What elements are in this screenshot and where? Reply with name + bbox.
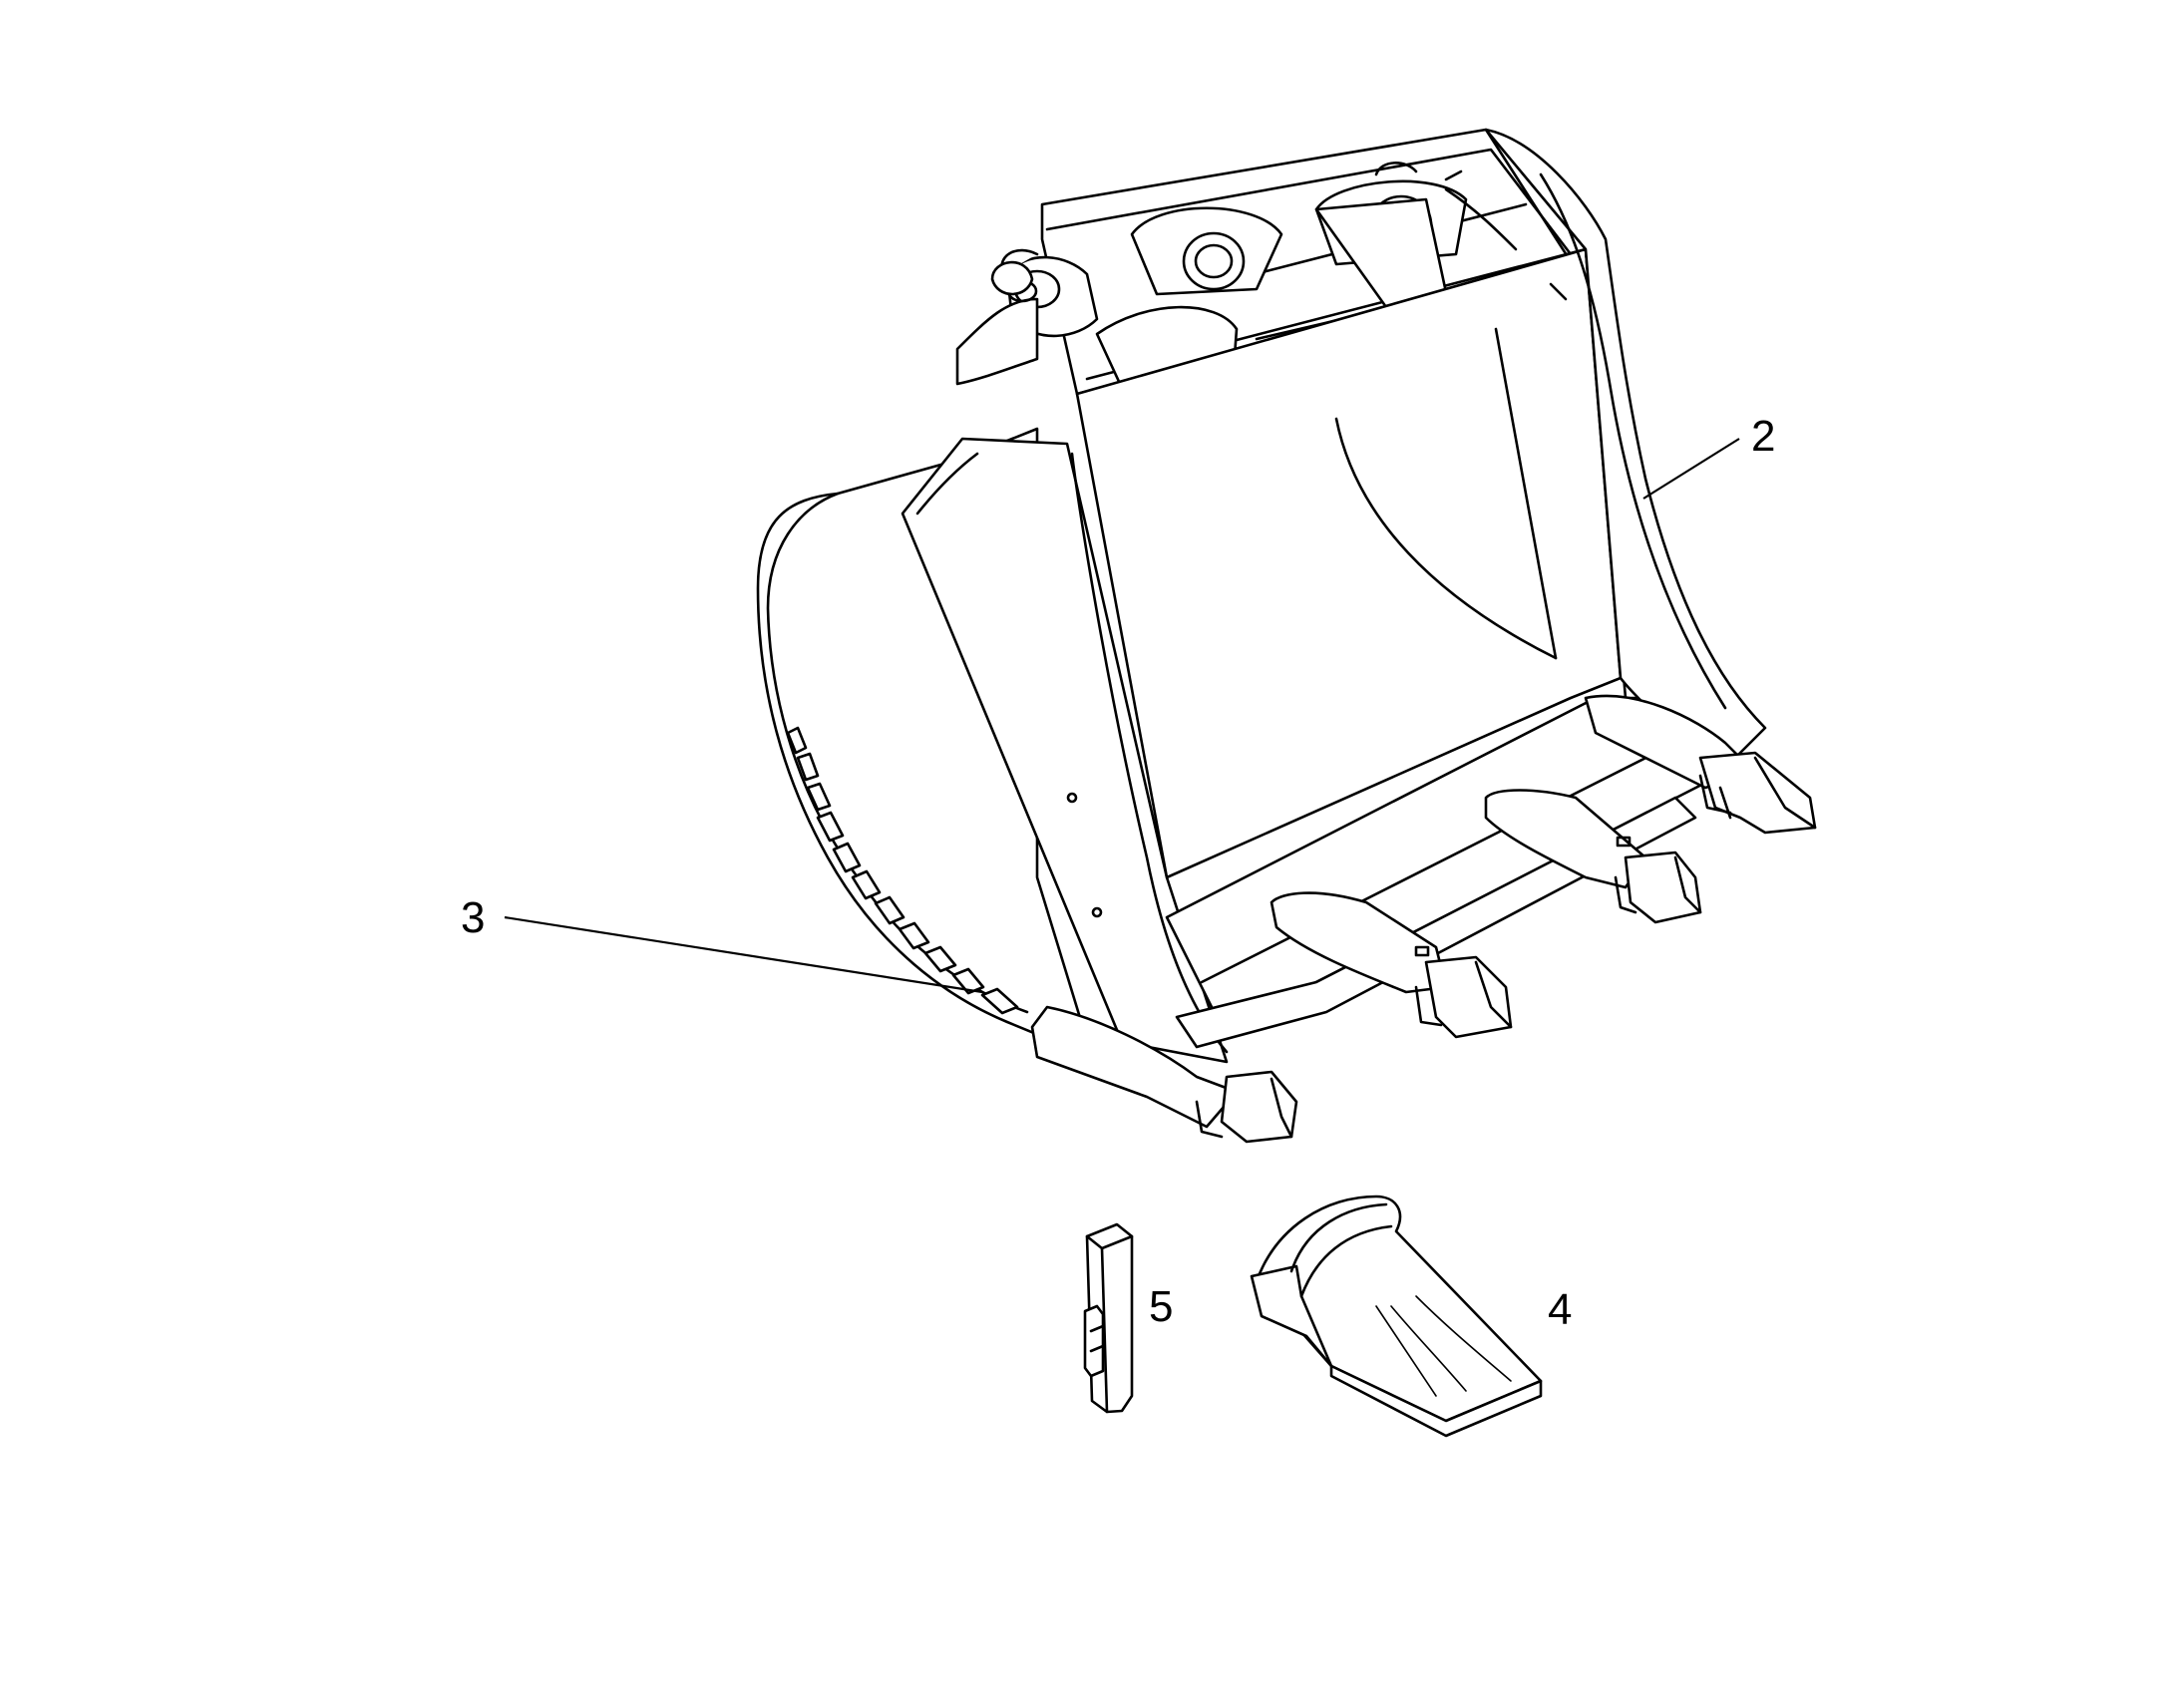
callout-label-4: 4 <box>1548 1285 1572 1334</box>
callout-5: 5 <box>1149 1282 1173 1331</box>
callout-4: 4 <box>1548 1285 1572 1334</box>
leader-line-3 <box>504 915 983 994</box>
callout-label-5: 5 <box>1149 1282 1173 1331</box>
bucket-tooth-tip <box>1250 1195 1543 1438</box>
callout-3: 3 <box>461 893 983 994</box>
tooth-retainer-pin <box>1083 1222 1134 1414</box>
callout-label-3: 3 <box>461 893 485 942</box>
callout-2: 2 <box>1642 412 1775 500</box>
side-wear-strips <box>786 726 1019 1015</box>
leader-line-2 <box>1642 438 1740 500</box>
callout-label-2: 2 <box>1751 412 1775 461</box>
bucket-assembly <box>756 128 1817 1144</box>
